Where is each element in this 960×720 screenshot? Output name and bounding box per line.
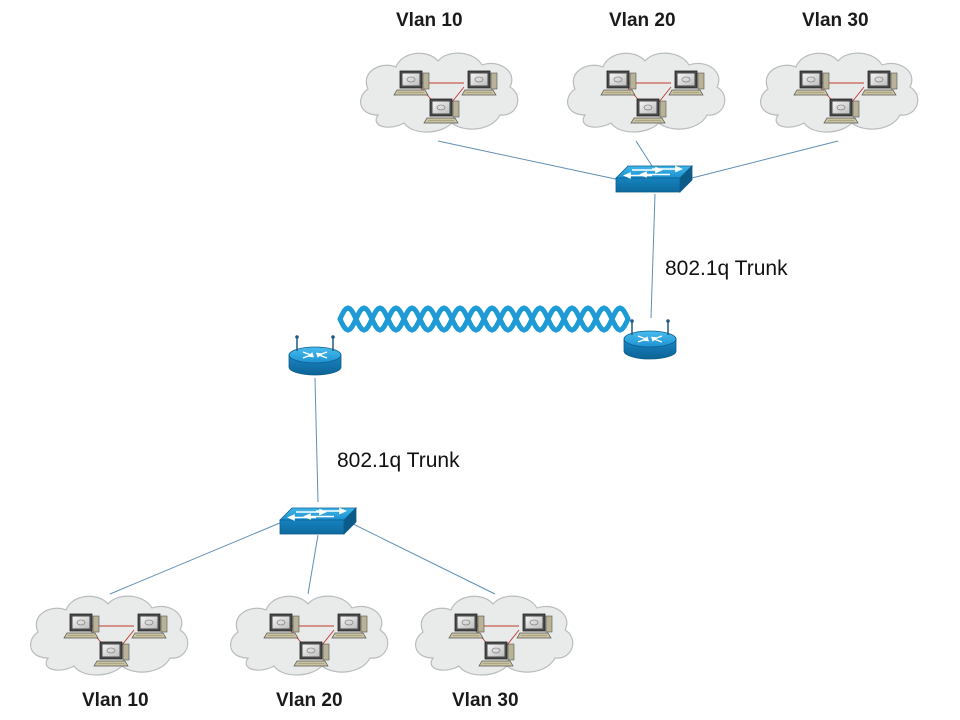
bottom-uplinks [109, 377, 496, 595]
bottom-vlan30-cloud [416, 596, 573, 675]
top-trunk-label: 802.1q Trunk [665, 257, 788, 280]
top-vlan30-cloud [761, 53, 918, 132]
bottom-trunk-label: 802.1q Trunk [337, 449, 460, 472]
top-vlan20-cloud [568, 53, 725, 132]
top-vlan20-label: Vlan 20 [609, 10, 676, 31]
bottom-vlan10-cloud [31, 596, 188, 675]
link-bottom-vlan30 [344, 519, 496, 595]
link-top-vlan30 [691, 140, 839, 179]
right-wireless-router-icon [623, 318, 677, 360]
wireless-wave-strand-b [337, 305, 631, 333]
bottom-vlan10-label: Vlan 10 [82, 690, 149, 711]
link-top-vlan20 [635, 140, 653, 167]
bottom-switch-icon [279, 507, 357, 535]
bottom-vlan20-label: Vlan 20 [276, 690, 343, 711]
bottom-vlan20-cloud [231, 596, 388, 675]
link-top-switch-router [650, 193, 656, 319]
top-switch-icon [615, 165, 693, 193]
left-wireless-router-icon [288, 334, 342, 376]
link-bottom-vlan20 [307, 534, 319, 595]
top-vlan30-label: Vlan 30 [802, 10, 869, 31]
top-uplinks [437, 140, 839, 319]
link-bottom-vlan10 [109, 519, 288, 595]
wireless-link-wave [337, 305, 631, 333]
top-vlan10-label: Vlan 10 [396, 10, 463, 31]
top-vlan10-cloud [361, 53, 518, 132]
link-top-vlan10 [437, 140, 621, 181]
bottom-vlan30-label: Vlan 30 [452, 690, 519, 711]
link-bottom-router-switch [314, 377, 319, 503]
